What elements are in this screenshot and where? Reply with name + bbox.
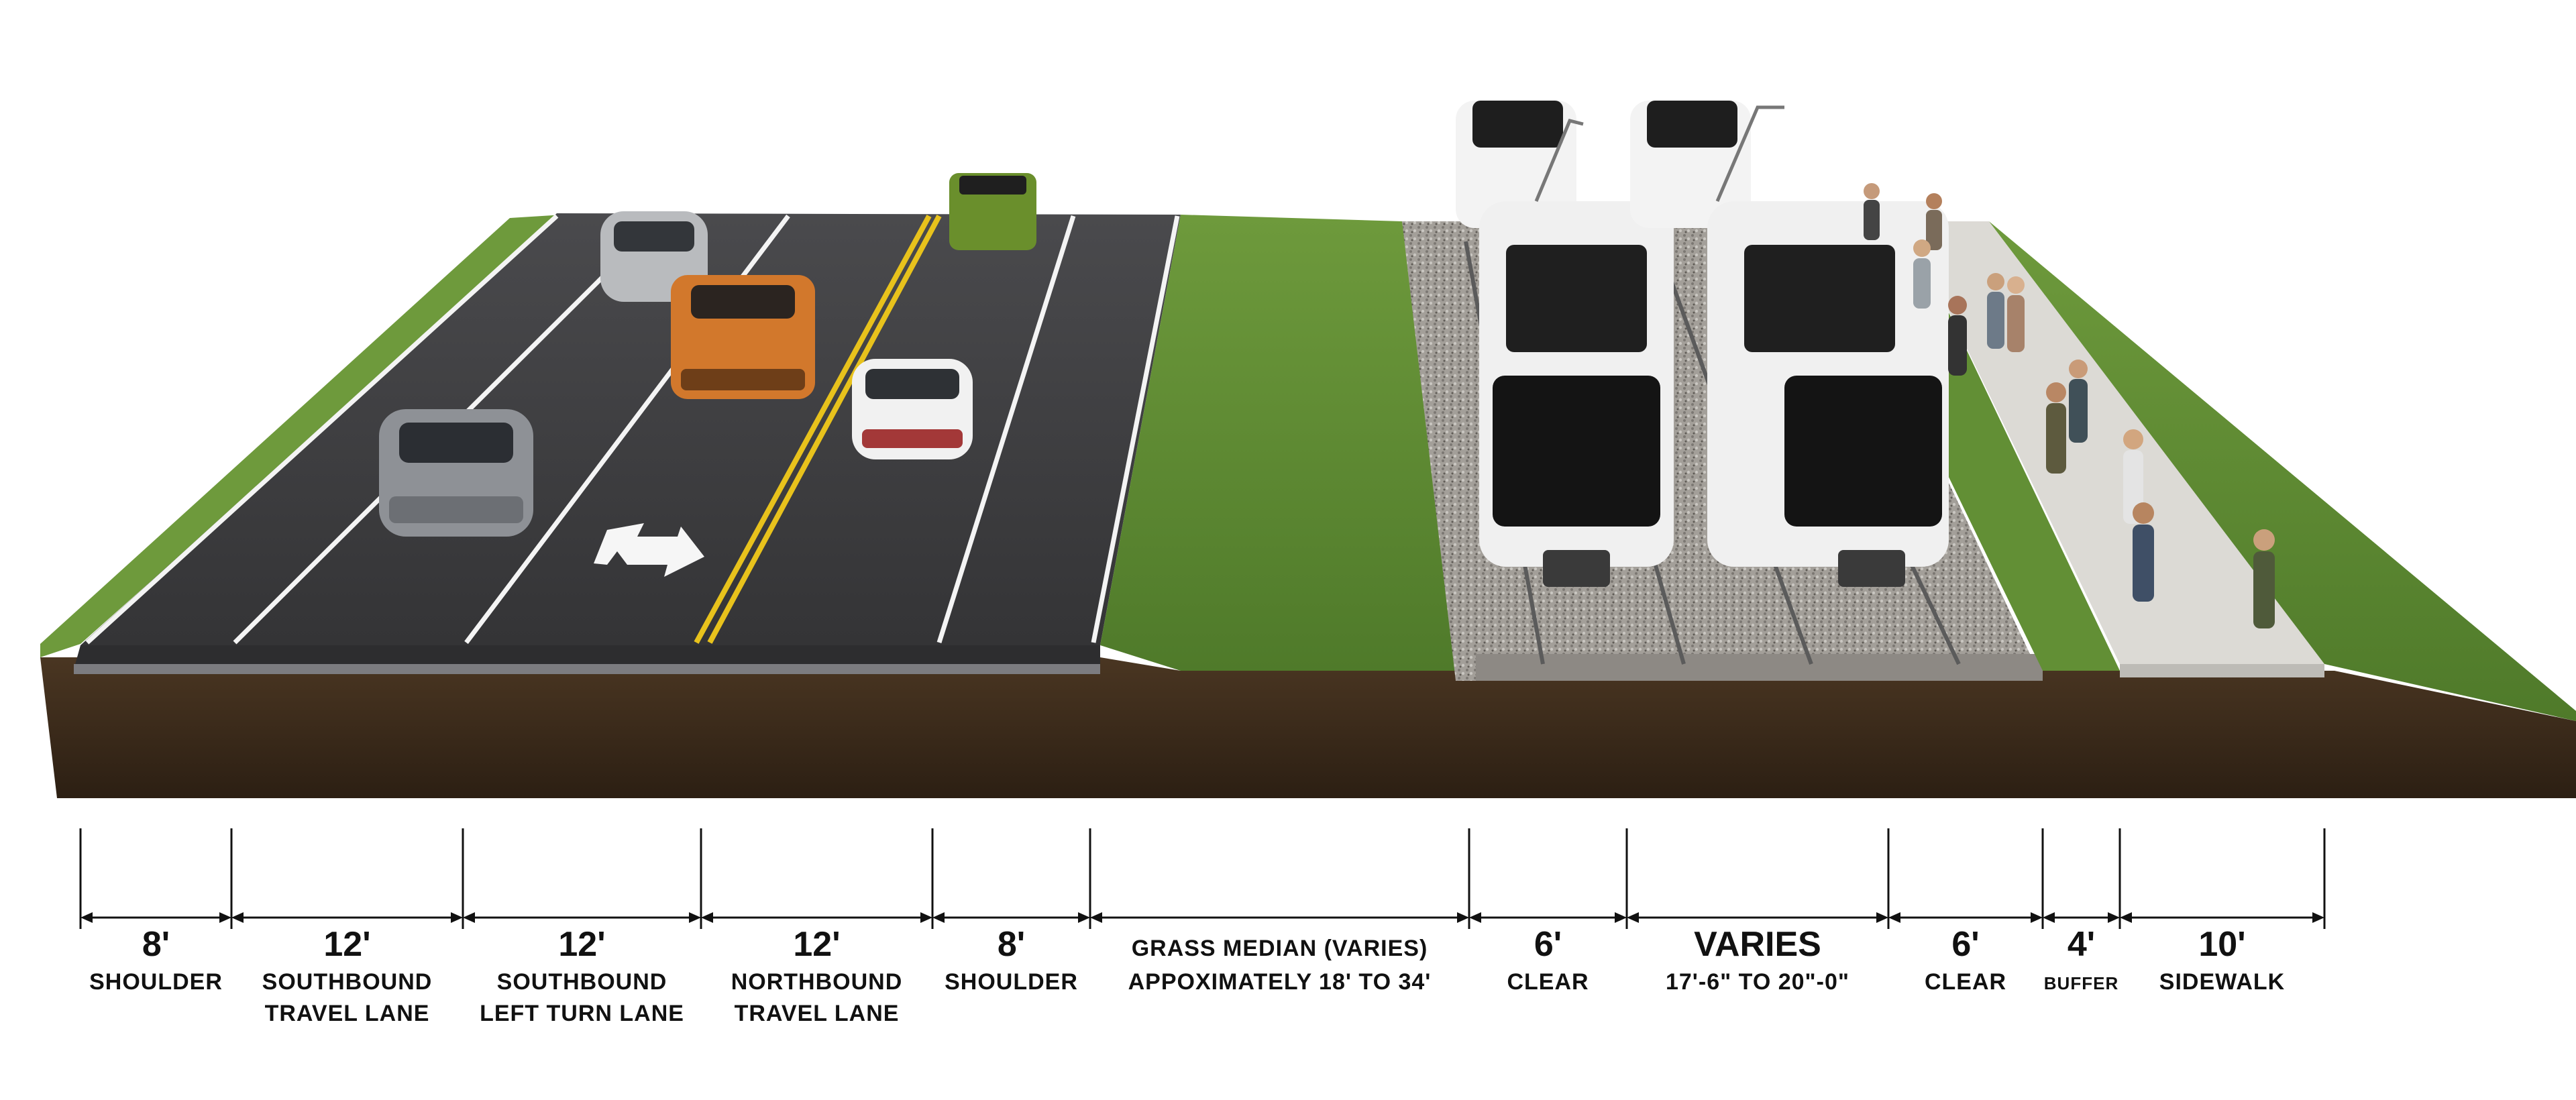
dimension-arrowhead-3-left (463, 912, 475, 923)
dimension-label-6: APPOXIMATELY 18' TO 34' (1128, 969, 1432, 995)
dimension-arrowhead-1-right (219, 912, 231, 923)
vehicle-suv-silver (379, 409, 533, 537)
dimension-value-10: 4' (2068, 925, 2095, 964)
dimension-arrowhead-3-right (689, 912, 701, 923)
dimension-label-4: NORTHBOUND (731, 969, 903, 995)
dimension-value-6: GRASS MEDIAN (VARIES) (1132, 936, 1428, 961)
edge-line-left (85, 214, 559, 645)
dimension-arrowhead-6-left (1090, 912, 1102, 923)
dimension-arrowhead-8-left (1627, 912, 1639, 923)
pedestrian-3 (1913, 239, 1931, 309)
dimension-arrowhead-9-left (1888, 912, 1900, 923)
dimension-arrowhead-4-right (920, 912, 932, 923)
light-rail-train-left (1456, 101, 1674, 587)
pedestrian-2 (1926, 193, 1942, 250)
grass-median (1100, 215, 1476, 671)
dimension-label-11: SIDEWALK (2159, 969, 2285, 995)
vehicle-jeep-green (949, 173, 1036, 250)
pedestrian-6 (2007, 276, 2025, 352)
left-grass-verge (40, 215, 564, 657)
light-rail-train-right (1630, 101, 1949, 587)
dimension-value-7: 6' (1534, 925, 1562, 964)
dimension-arrowhead-10-left (2043, 912, 2055, 923)
right-grass-verge (1989, 221, 2576, 721)
vehicle-pickup-orange (671, 275, 815, 399)
dimension-arrowhead-10-right (2108, 912, 2120, 923)
pedestrian-11 (2253, 529, 2275, 628)
dimension-arrowhead-2-right (451, 912, 463, 923)
roadway-curb-line (74, 664, 1100, 674)
dimension-arrowhead-5-left (932, 912, 945, 923)
dimension-label-7: CLEAR (1507, 969, 1589, 995)
dimension-arrowhead-8-right (1876, 912, 1888, 923)
pedestrians (1864, 183, 2275, 628)
yellow-line-a (694, 215, 932, 644)
dimension-arrowhead-4-left (701, 912, 713, 923)
dimension-arrowhead-7-right (1615, 912, 1627, 923)
dimension-arrowhead-5-right (1078, 912, 1090, 923)
dimension-arrowhead-1-left (80, 912, 93, 923)
dimension-value-5: 8' (998, 925, 1025, 964)
dimension-arrowhead-7-left (1469, 912, 1481, 923)
dimension-value-11: 10' (2198, 925, 2245, 964)
pedestrian-5 (1987, 273, 2004, 349)
dimension-label-8: 17'-6" TO 20"-0" (1666, 969, 1849, 995)
pedestrian-10 (2133, 502, 2154, 602)
turn-arrow-marking (594, 523, 704, 577)
dimension-value-3: 12' (558, 925, 605, 964)
dimension-label-10: BUFFER (2044, 973, 2118, 993)
soil-layer (40, 657, 2576, 798)
dimension-label-5: SHOULDER (945, 969, 1078, 995)
dimension-value-1: 8' (142, 925, 170, 964)
sidewalk-front-face (2120, 664, 2324, 677)
dimension-sublabel-3: LEFT TURN LANE (480, 1001, 684, 1026)
dimension-label-1: SHOULDER (89, 969, 223, 995)
dimension-annotations: 8' SHOULDER 12' SOUTHBOUND TRAVEL LANE 12' SOU… (79, 828, 2326, 1026)
vehicle-sedan-white (852, 359, 973, 459)
dimension-arrowhead-6-right (1457, 912, 1469, 923)
pedestrian-1 (1864, 183, 1880, 240)
ballast-front-face (1476, 654, 2043, 681)
lane-line-3 (936, 215, 1076, 644)
dimension-value-4: 12' (793, 925, 840, 964)
dimension-sublabel-2: TRAVEL LANE (265, 1001, 430, 1026)
dimension-sublabel-4: TRAVEL LANE (735, 1001, 900, 1026)
dimension-arrowhead-2-left (231, 912, 244, 923)
pedestrian-4 (1948, 296, 1967, 376)
dimension-arrowhead-11-left (2120, 912, 2132, 923)
pedestrian-7 (2046, 382, 2066, 474)
edge-line-right (1091, 215, 1180, 643)
roadway-surface (80, 213, 1181, 645)
dimension-label-3: SOUTHBOUND (497, 969, 667, 995)
dimension-arrowhead-11-right (2312, 912, 2324, 923)
dimension-value-2: 12' (323, 925, 370, 964)
pedestrian-8 (2069, 360, 2088, 443)
dimension-label-2: SOUTHBOUND (262, 969, 433, 995)
dimension-label-9: CLEAR (1925, 969, 2006, 995)
yellow-line-b (707, 215, 942, 644)
dimension-value-8: VARIES (1694, 925, 1821, 964)
dimension-arrowhead-9-right (2031, 912, 2043, 923)
dimension-value-9: 6' (1951, 925, 1979, 964)
